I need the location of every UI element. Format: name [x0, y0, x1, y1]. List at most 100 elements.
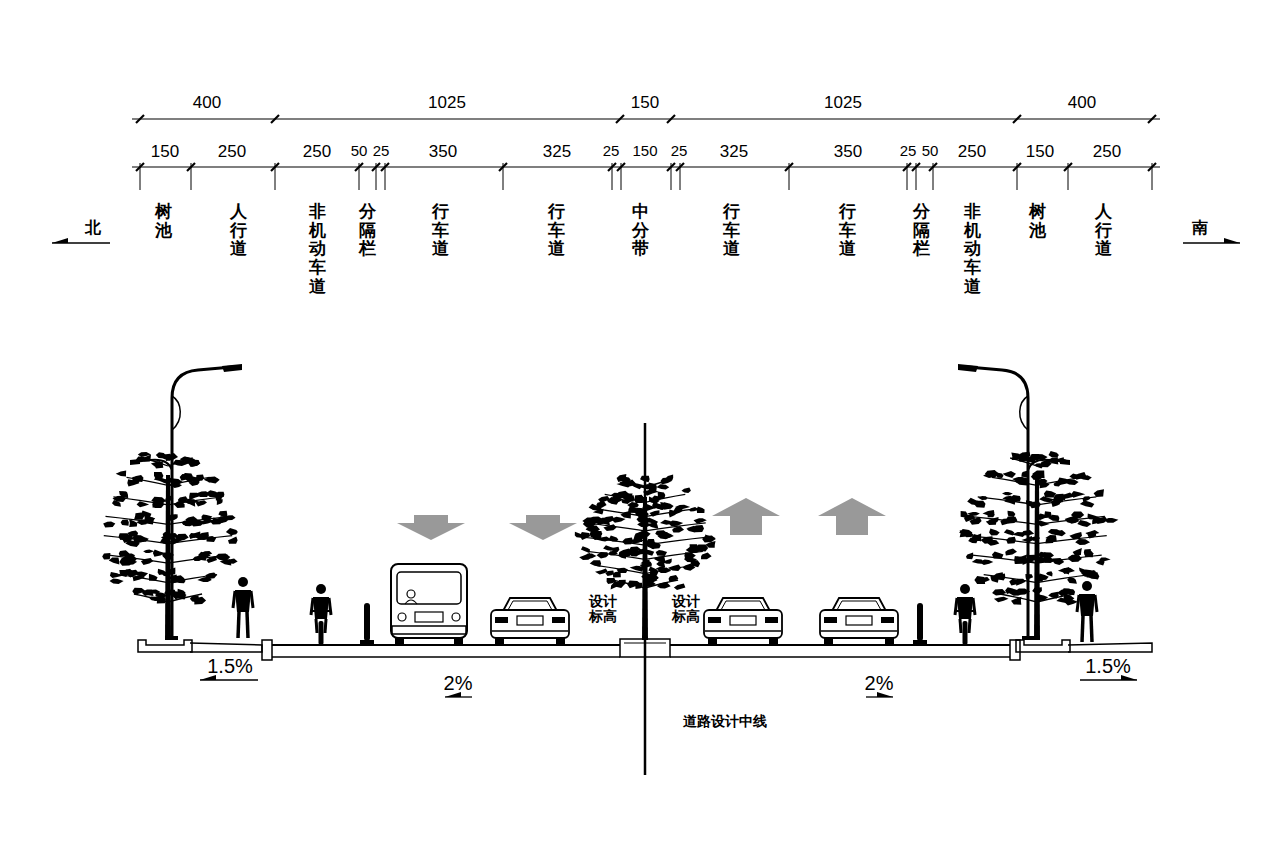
tree-foliage	[580, 532, 591, 540]
tree-foliage	[1006, 537, 1016, 544]
vertical-label: 人行道	[230, 203, 247, 259]
tree-foliage	[1075, 539, 1090, 545]
car-wheel	[708, 637, 717, 645]
tree-foliage	[1028, 536, 1040, 541]
tree-foliage	[134, 513, 145, 520]
bus-grille	[415, 612, 443, 622]
tree-foliage	[1009, 495, 1021, 501]
figure-head	[238, 577, 248, 587]
figure-head	[316, 584, 326, 594]
tree-foliage	[1004, 529, 1015, 535]
car-grille	[730, 616, 756, 625]
tree-foliage	[637, 522, 652, 527]
tree-foliage	[1040, 482, 1050, 489]
figure-arm	[251, 591, 253, 608]
tree-foliage	[1048, 529, 1063, 535]
tree-foliage	[596, 501, 606, 507]
tree-foliage	[1035, 576, 1043, 582]
tree-foliage	[607, 499, 618, 505]
tree-branch	[612, 580, 645, 588]
car-headlight	[552, 617, 565, 623]
extension-line	[1152, 163, 1153, 190]
tree-foliage	[701, 553, 712, 560]
tree-foliage	[668, 521, 683, 527]
tree-foliage	[194, 597, 206, 605]
tree-pit	[138, 640, 192, 652]
car-headlight	[765, 617, 778, 623]
figure-arm	[311, 598, 313, 615]
tree-foliage	[145, 514, 156, 522]
dimension-number: 50	[922, 142, 939, 159]
tree-foliage	[1082, 496, 1090, 502]
figure-arm	[973, 598, 975, 615]
slope-label: 2%	[444, 672, 473, 695]
figure-body	[957, 597, 973, 619]
tree-foliage	[162, 571, 172, 577]
tree-foliage	[141, 558, 153, 565]
figure-arm	[233, 591, 235, 608]
separator-base	[913, 640, 927, 645]
car-headlight	[495, 617, 508, 623]
dimension-number: 150	[631, 93, 659, 113]
car-wheel	[769, 637, 778, 645]
curb	[1010, 640, 1020, 660]
traffic-arrow	[509, 515, 577, 540]
slope-label: 1.5%	[1085, 655, 1131, 678]
traffic-arrow	[712, 498, 780, 535]
tree-foliage	[119, 570, 128, 577]
tree-foliage	[992, 552, 1004, 559]
extension-line	[1017, 163, 1018, 190]
tree-foliage	[195, 555, 206, 561]
dimension-number: 250	[303, 142, 331, 162]
tree-foliage	[121, 520, 129, 526]
dimension-number: 1025	[428, 93, 466, 113]
slope-label: 1.5%	[207, 655, 253, 678]
vertical-label: 行车道	[548, 203, 565, 259]
south-arrow-head	[1224, 238, 1240, 243]
lamp-pole	[968, 367, 1028, 640]
separator-base	[360, 640, 374, 645]
tree-foliage	[1057, 589, 1072, 596]
dimension-number: 25	[671, 142, 688, 159]
tree-foliage	[1011, 597, 1021, 605]
tree-foliage	[126, 555, 137, 563]
car-body	[704, 610, 782, 638]
tree-foliage	[645, 577, 658, 583]
tree-foliage	[188, 461, 200, 468]
bus-headlight	[452, 613, 460, 621]
tree-branch	[104, 536, 168, 544]
dimension-number: 250	[1093, 142, 1121, 162]
tree-foliage	[634, 531, 644, 539]
tree-foliage	[228, 537, 238, 544]
tree-foliage	[119, 491, 126, 497]
vertical-label: 行车道	[839, 203, 856, 259]
tree-foliage	[1002, 492, 1013, 496]
bus-wheel	[454, 637, 463, 645]
separator-post	[917, 603, 923, 641]
tree-foliage	[683, 564, 696, 571]
bus-driver	[407, 590, 415, 598]
dimension-number: 25	[373, 142, 390, 159]
tree-symbol	[575, 474, 716, 640]
tree-foliage	[109, 558, 120, 565]
lamp-base	[166, 636, 178, 640]
tree-foliage	[1053, 558, 1064, 565]
tree-symbol	[959, 451, 1118, 640]
tree-foliage	[674, 507, 683, 514]
tree-foliage	[1079, 568, 1088, 574]
tree-foliage	[656, 550, 667, 556]
tree-foliage	[635, 583, 642, 589]
tree-foliage	[966, 553, 973, 560]
dimension-tick	[616, 115, 624, 123]
tree-foliage	[1005, 548, 1017, 555]
dimension-line	[132, 166, 1160, 167]
bike-wheel	[963, 621, 968, 645]
road-base	[272, 656, 620, 658]
street-lamp	[958, 364, 1070, 640]
tree-foliage	[694, 518, 707, 524]
dimension-number: 325	[720, 142, 748, 162]
tree-foliage	[143, 550, 154, 553]
curb	[262, 640, 272, 660]
dimension-number: 150	[632, 142, 657, 159]
car-windshield	[837, 601, 881, 610]
